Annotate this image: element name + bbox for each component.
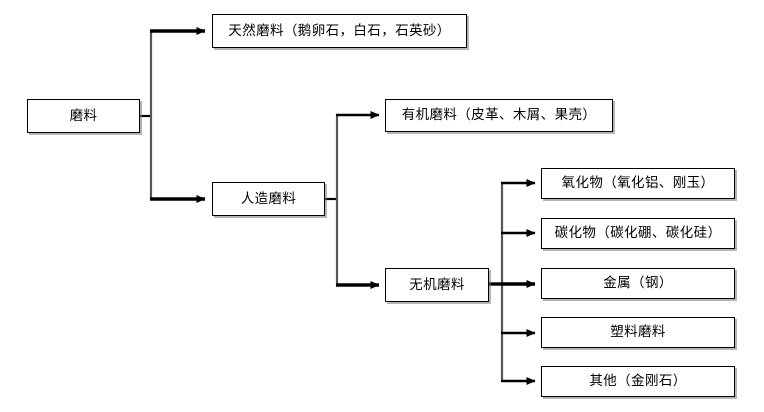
connector-group-root (140, 27, 206, 203)
connector-group-inorganic (489, 179, 536, 385)
node-label-organic: 有机磨料（皮革、木屑、果壳） (401, 107, 597, 123)
node-label-carbide: 碳化物（碳化硼、碳化硅） (554, 225, 722, 241)
node-label-plastic: 塑料磨料 (610, 324, 666, 340)
connector-group-artificial (325, 111, 380, 289)
node-abrasive-root[interactable]: 磨料 (27, 99, 140, 133)
node-metal[interactable]: 金属（钢） (541, 268, 735, 299)
node-artificial-abrasive[interactable]: 人造磨料 (212, 182, 325, 216)
node-other[interactable]: 其他（金刚石） (541, 366, 735, 397)
node-label-natural: 天然磨料（鹅卵石，白石，石英砂） (228, 22, 451, 38)
node-plastic-abrasive[interactable]: 塑料磨料 (541, 317, 735, 348)
node-carbide[interactable]: 碳化物（碳化硼、碳化硅） (541, 218, 735, 249)
node-label-root: 磨料 (69, 107, 98, 123)
node-label-metal: 金属（钢） (603, 275, 673, 291)
node-oxide[interactable]: 氧化物（氧化铝、刚玉） (541, 168, 735, 199)
node-organic-abrasive[interactable]: 有机磨料（皮革、木屑、果壳） (385, 99, 613, 132)
node-label-other: 其他（金刚石） (589, 373, 687, 389)
node-natural-abrasive[interactable]: 天然磨料（鹅卵石，白石，石英砂） (212, 14, 467, 48)
node-label-inorganic: 无机磨料 (409, 276, 465, 292)
node-inorganic-abrasive[interactable]: 无机磨料 (385, 268, 489, 302)
node-label-oxide: 氧化物（氧化铝、刚玉） (561, 175, 715, 191)
node-label-artificial: 人造磨料 (240, 190, 297, 206)
